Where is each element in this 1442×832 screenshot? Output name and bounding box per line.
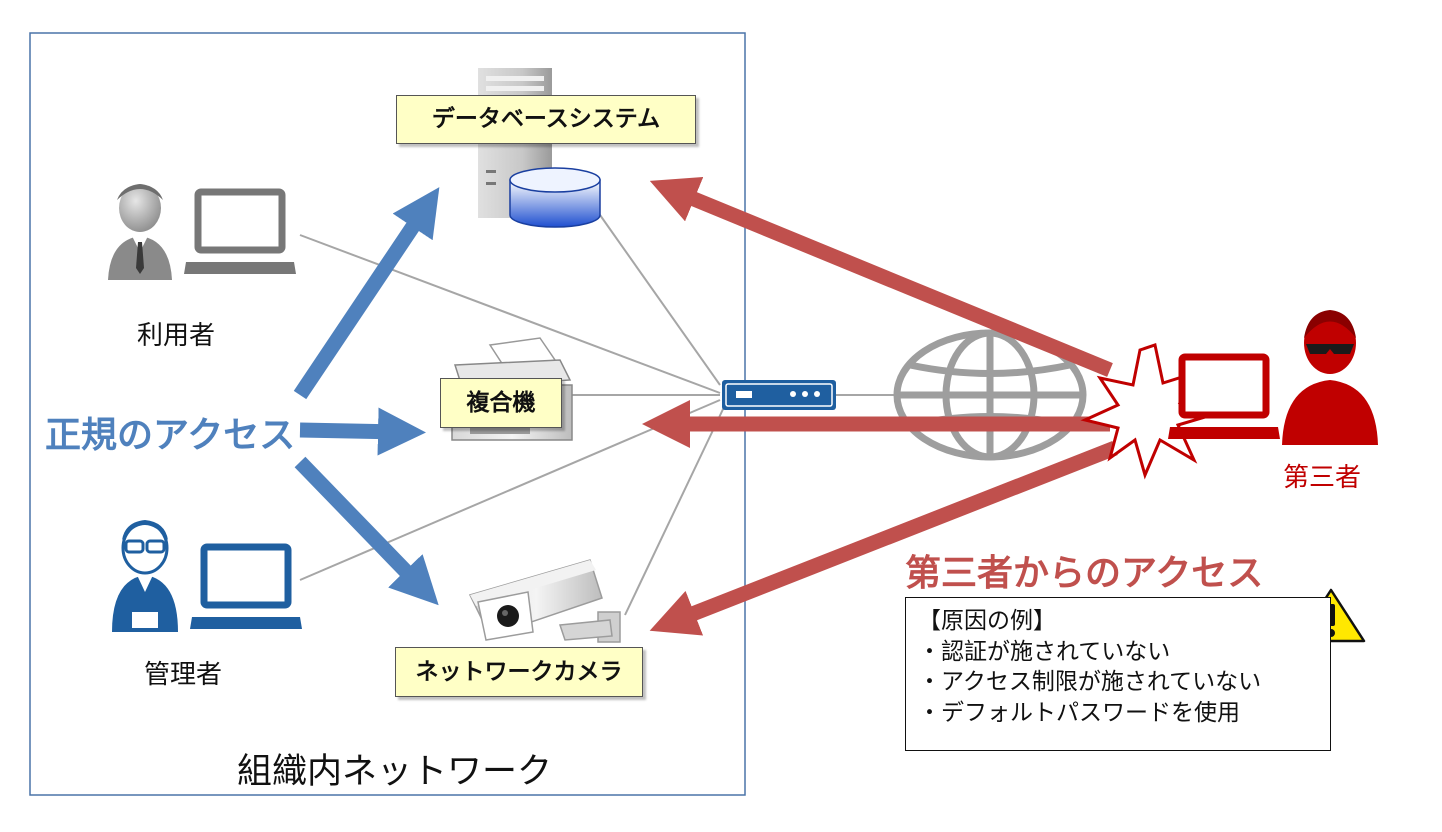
admin-laptop-icon	[190, 543, 302, 629]
database-label: データベースシステム	[396, 95, 696, 144]
legit-access-label: 正規のアクセス	[45, 415, 296, 456]
camera-icon	[468, 559, 621, 643]
legit-arrow-camera	[294, 456, 439, 606]
camera-label: ネットワークカメラ	[395, 647, 643, 697]
cause-item: ・アクセス制限が施されていない	[918, 669, 1262, 695]
cause-title: 【原因の例】	[918, 608, 1056, 634]
user-person-icon	[108, 184, 172, 280]
network-label: 組織内ネットワーク	[237, 752, 553, 792]
admin-label: 管理者	[144, 660, 223, 690]
attacker-laptop-icon	[1168, 353, 1280, 439]
cause-box: 【原因の例】 ・認証が施されていない ・アクセス制限が施されていない ・デフォル…	[905, 597, 1331, 751]
attacker-person-icon	[1282, 310, 1378, 445]
legit-arrow-mfp	[299, 407, 426, 456]
router-icon	[722, 380, 836, 410]
legit-arrows	[293, 187, 440, 606]
cause-item: ・認証が施されていない	[918, 638, 1171, 665]
user-laptop-icon	[184, 188, 296, 274]
third-party-access-label: 第三者からのアクセス	[905, 553, 1264, 594]
cause-item: ・デフォルトパスワードを使用	[918, 699, 1240, 726]
attack-arrow-camera	[649, 441, 1118, 636]
user-label: 利用者	[137, 321, 216, 351]
legit-arrow-database	[293, 187, 440, 400]
database-server-icon	[478, 68, 601, 228]
admin-person-icon	[112, 520, 178, 632]
attack-arrow-database	[649, 176, 1113, 377]
network-boundary	[29, 32, 746, 796]
mfp-label: 複合機	[440, 378, 562, 428]
attack-arrows	[641, 176, 1118, 636]
attacker-label: 第三者	[1283, 463, 1362, 493]
